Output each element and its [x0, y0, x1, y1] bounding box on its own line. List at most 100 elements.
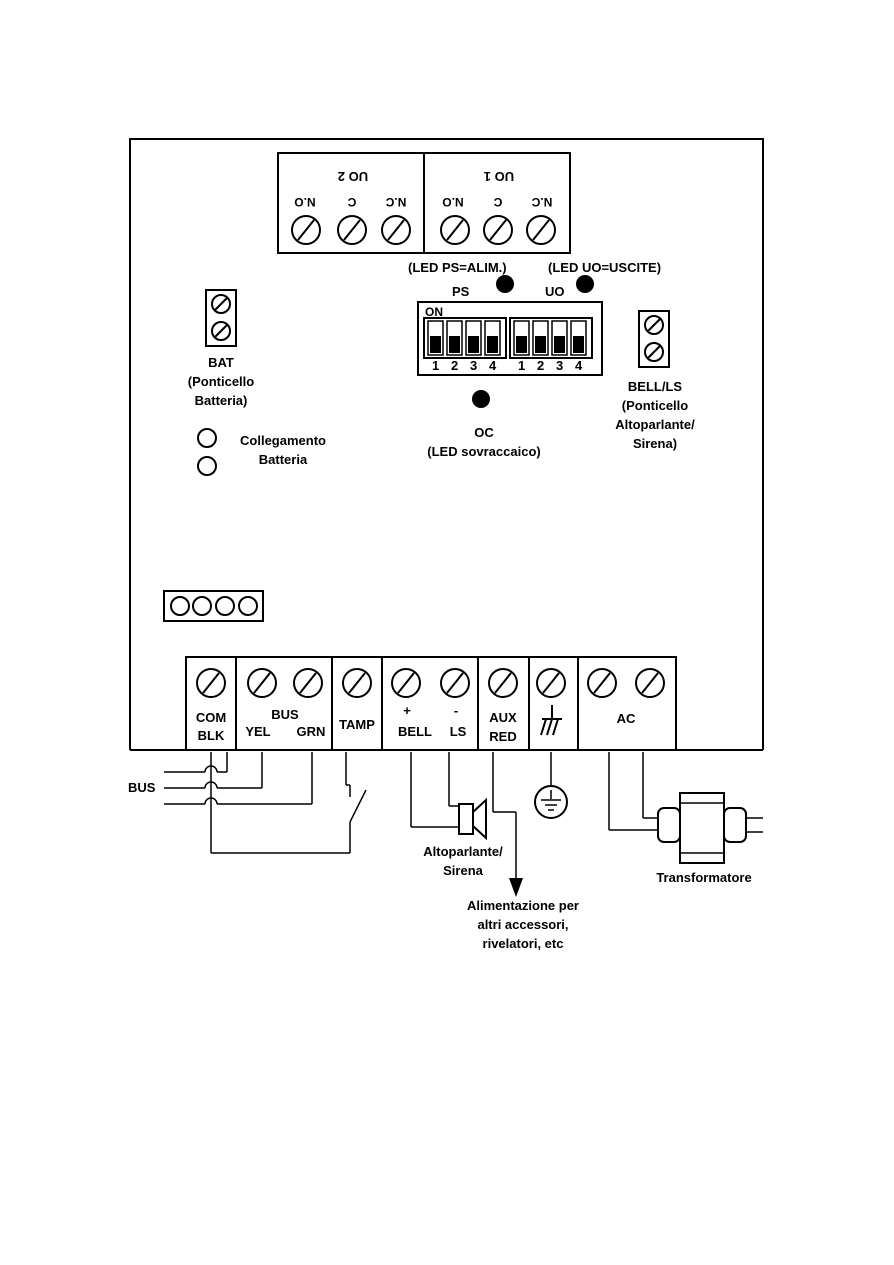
terminal-label-tamp: TAMP [339, 717, 375, 732]
terminal-strip: COM BLK BUS YEL GRN TAMP + - BELL LS AUX… [185, 656, 677, 751]
terminal-label-bell: BELL [398, 724, 432, 739]
arrow-down-icon [509, 878, 523, 897]
bus-wire-label: BUS [128, 780, 156, 795]
uo1-title: UO 1 [484, 169, 514, 184]
screw-terminal-icon [196, 668, 226, 698]
terminal-label-plus: + [403, 703, 411, 718]
four-pin-connector [163, 590, 264, 622]
screw-terminal-icon [391, 668, 421, 698]
uo2-terminal-label: N.C [385, 195, 406, 209]
terminal-label-bus: BUS [271, 707, 299, 722]
screw-terminal-icon [293, 668, 323, 698]
dip-ps-label: PS [452, 284, 470, 299]
screw-terminal-icon [211, 321, 231, 341]
led-uo-icon [576, 275, 594, 293]
aux-label: altri accessori, [477, 917, 568, 932]
uo-relay-block: UO 2 UO 1 N.C C N.O N.C C N.O [277, 152, 571, 254]
dip-on-label: ON [425, 305, 443, 319]
terminal-label-red: RED [489, 729, 516, 744]
screw-terminal-icon [587, 668, 617, 698]
ground-chassis-icon [540, 705, 562, 736]
transformer-icon [657, 792, 747, 864]
panel-outline [129, 138, 764, 750]
terminal-label-minus: - [454, 703, 458, 718]
dip-number: 2 [451, 358, 458, 373]
led-ps-icon [496, 275, 514, 293]
terminal-label-ac: AC [617, 711, 636, 726]
screw-terminal-icon [342, 668, 372, 698]
speaker-icon [458, 797, 487, 841]
bat-jumper [205, 289, 237, 347]
led-ps-caption: (LED PS=ALIM.) [408, 260, 507, 275]
battery-connection-line: Collegamento [240, 433, 326, 448]
screw-terminal-icon [526, 215, 556, 245]
ac-wiring [608, 752, 763, 864]
tamper-switch-icon [349, 789, 367, 823]
screw-terminal-icon [337, 215, 367, 245]
screw-terminal-icon [483, 215, 513, 245]
bat-label: BAT [208, 355, 234, 370]
uo2-terminal-label: N.O [294, 195, 315, 209]
dip-switch-icon [570, 320, 587, 356]
dip-switch-icon [551, 320, 568, 356]
led-uo-caption: (LED UO=USCITE) [548, 260, 661, 275]
uo1-terminal-label: N.O [442, 195, 463, 209]
dip-switch-icon [513, 320, 530, 356]
speaker-label: Sirena [443, 863, 484, 878]
battery-terminal-icon [197, 428, 217, 448]
led-oc-icon [472, 390, 490, 408]
screw-terminal-icon [644, 342, 664, 362]
terminal-label-com: COM [196, 710, 226, 725]
aux-label: rivelatori, etc [483, 936, 564, 951]
dip-switch-icon [532, 320, 549, 356]
screw-terminal-icon [440, 668, 470, 698]
battery-connection-line: Batteria [259, 452, 308, 467]
screw-terminal-icon [211, 294, 231, 314]
terminal-label-yel: YEL [245, 724, 270, 739]
bell-jumper-desc: Sirena) [633, 436, 677, 451]
bat-desc-line: (Ponticello [188, 374, 255, 389]
aux-label: Alimentazione per [467, 898, 579, 913]
screw-terminal-icon [644, 315, 664, 335]
screw-terminal-icon [381, 215, 411, 245]
screw-terminal-icon [247, 668, 277, 698]
led-oc-title: OC [474, 425, 494, 440]
dip-number: 2 [537, 358, 544, 373]
earth-ground-icon [534, 785, 568, 819]
led-oc-caption: (LED sovraccaico) [427, 444, 540, 459]
dip-number: 3 [470, 358, 477, 373]
dip-switch-icon [465, 320, 482, 356]
terminal-label-grn: GRN [297, 724, 326, 739]
terminal-label-blk: BLK [198, 728, 225, 743]
battery-terminal-icon [197, 456, 217, 476]
bat-desc-line: Batteria) [195, 393, 248, 408]
dip-switch-icon [446, 320, 463, 356]
screw-terminal-icon [635, 668, 665, 698]
terminal-label-ls: LS [450, 724, 467, 739]
bell-jumper-label: BELL/LS [628, 379, 682, 394]
speaker-wiring [410, 752, 487, 841]
screw-terminal-icon [440, 215, 470, 245]
dip-number: 1 [518, 358, 525, 373]
bell-jumper [638, 310, 670, 368]
dip-switch-icon [484, 320, 501, 356]
aux-wiring [492, 752, 523, 897]
dip-number: 3 [556, 358, 563, 373]
dip-uo-label: UO [545, 284, 565, 299]
speaker-label: Altoparlante/ [423, 844, 503, 859]
dip-number: 1 [432, 358, 439, 373]
dip-switch-icon [427, 320, 444, 356]
uo2-title: UO 2 [338, 169, 368, 184]
screw-terminal-icon [488, 668, 518, 698]
bell-jumper-desc: Altoparlante/ [615, 417, 695, 432]
bus-wiring: BUS [128, 752, 367, 854]
dip-number: 4 [489, 358, 497, 373]
uo1-terminal-label: N.C [531, 195, 552, 209]
earth-ground-wiring [534, 752, 568, 819]
screw-terminal-icon [291, 215, 321, 245]
uo2-terminal-label: C [347, 195, 356, 209]
dip-number: 4 [575, 358, 583, 373]
dip-switch-block: PS UO ON 1 2 3 4 1 2 3 4 [417, 284, 603, 376]
